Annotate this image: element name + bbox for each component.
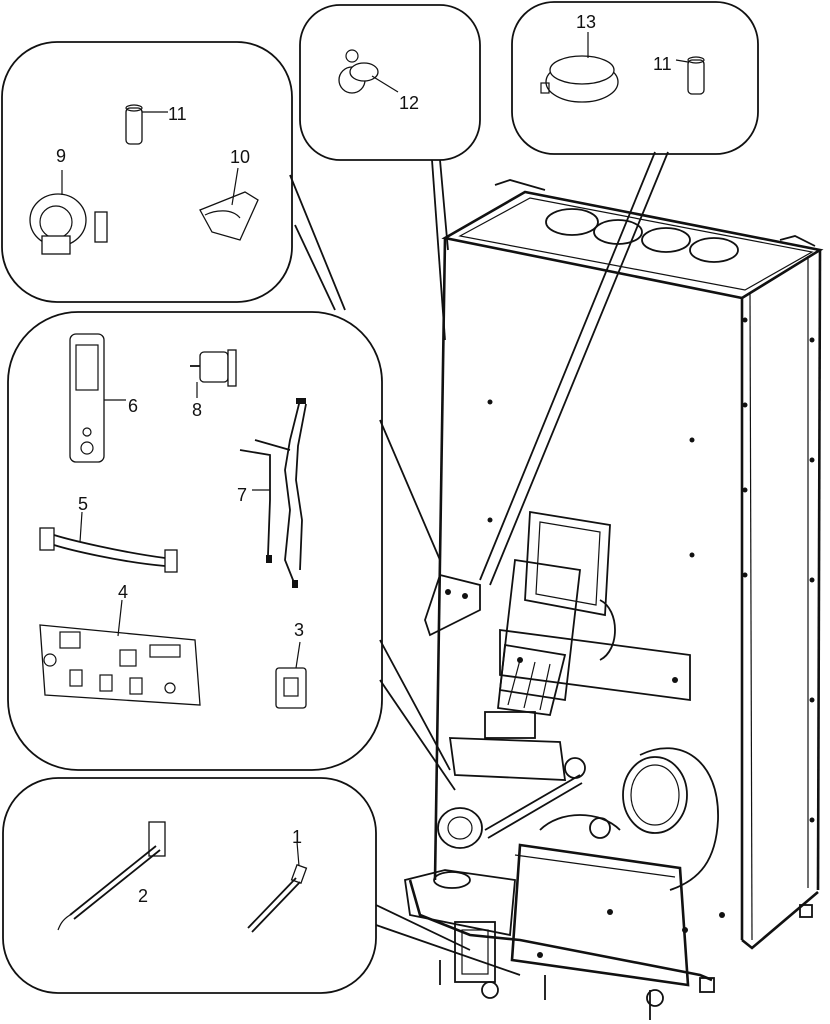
display-panel-part-6 <box>69 333 126 463</box>
callout-5: 5 <box>78 494 88 514</box>
wiring-harness-part-7 <box>239 398 307 588</box>
callout-13: 13 <box>576 12 596 32</box>
fan-housing <box>599 599 719 891</box>
callout-4: 4 <box>118 582 128 602</box>
burner-mounting-plate <box>499 628 691 702</box>
base-tray <box>403 869 664 1020</box>
detail-bubble-probes <box>2 777 377 994</box>
front-cover-panel <box>510 843 690 987</box>
ribbon-cable-part-5 <box>39 511 178 573</box>
callout-6: 6 <box>128 396 138 416</box>
callout-10: 10 <box>230 147 250 167</box>
pump-part-8 <box>190 349 237 398</box>
temperature-sensor-part-10 <box>199 167 259 241</box>
power-switch-part-3 <box>275 641 307 709</box>
sleeve-part-11-b <box>675 56 705 95</box>
detail-bubble-electronics <box>7 311 383 771</box>
control-panel-bracket <box>497 510 611 716</box>
detail-bubble-sensors <box>1 41 293 303</box>
gas-valve-assembly <box>437 711 621 849</box>
callout-1: 1 <box>292 827 302 847</box>
callout-2: 2 <box>138 886 148 906</box>
control-board-part-4 <box>39 599 201 706</box>
callout-7: 7 <box>237 485 247 505</box>
probe-part-1 <box>247 841 308 933</box>
probe-part-2 <box>57 821 166 931</box>
pressure-switch-part-9 <box>29 170 108 255</box>
boiler-cabinet <box>408 179 824 993</box>
callout-labels: 1 2 3 4 5 6 7 8 9 10 11 11 12 13 <box>56 12 672 906</box>
sleeve-part-11 <box>125 104 168 145</box>
callout-9: 9 <box>56 146 66 166</box>
callout-8: 8 <box>192 400 202 420</box>
sensor-part-12 <box>338 49 399 94</box>
bracket-left <box>424 573 481 637</box>
callout-11-b: 11 <box>653 54 672 74</box>
callout-3: 3 <box>294 620 304 640</box>
callout-12: 12 <box>399 93 419 113</box>
bubble-leader-lines <box>289 151 669 976</box>
thermostat-disc-part-13 <box>540 32 619 103</box>
detail-bubble-pump-sensor <box>299 4 481 161</box>
callout-11-a: 11 <box>168 104 187 124</box>
detail-bubble-thermostat <box>511 1 759 155</box>
